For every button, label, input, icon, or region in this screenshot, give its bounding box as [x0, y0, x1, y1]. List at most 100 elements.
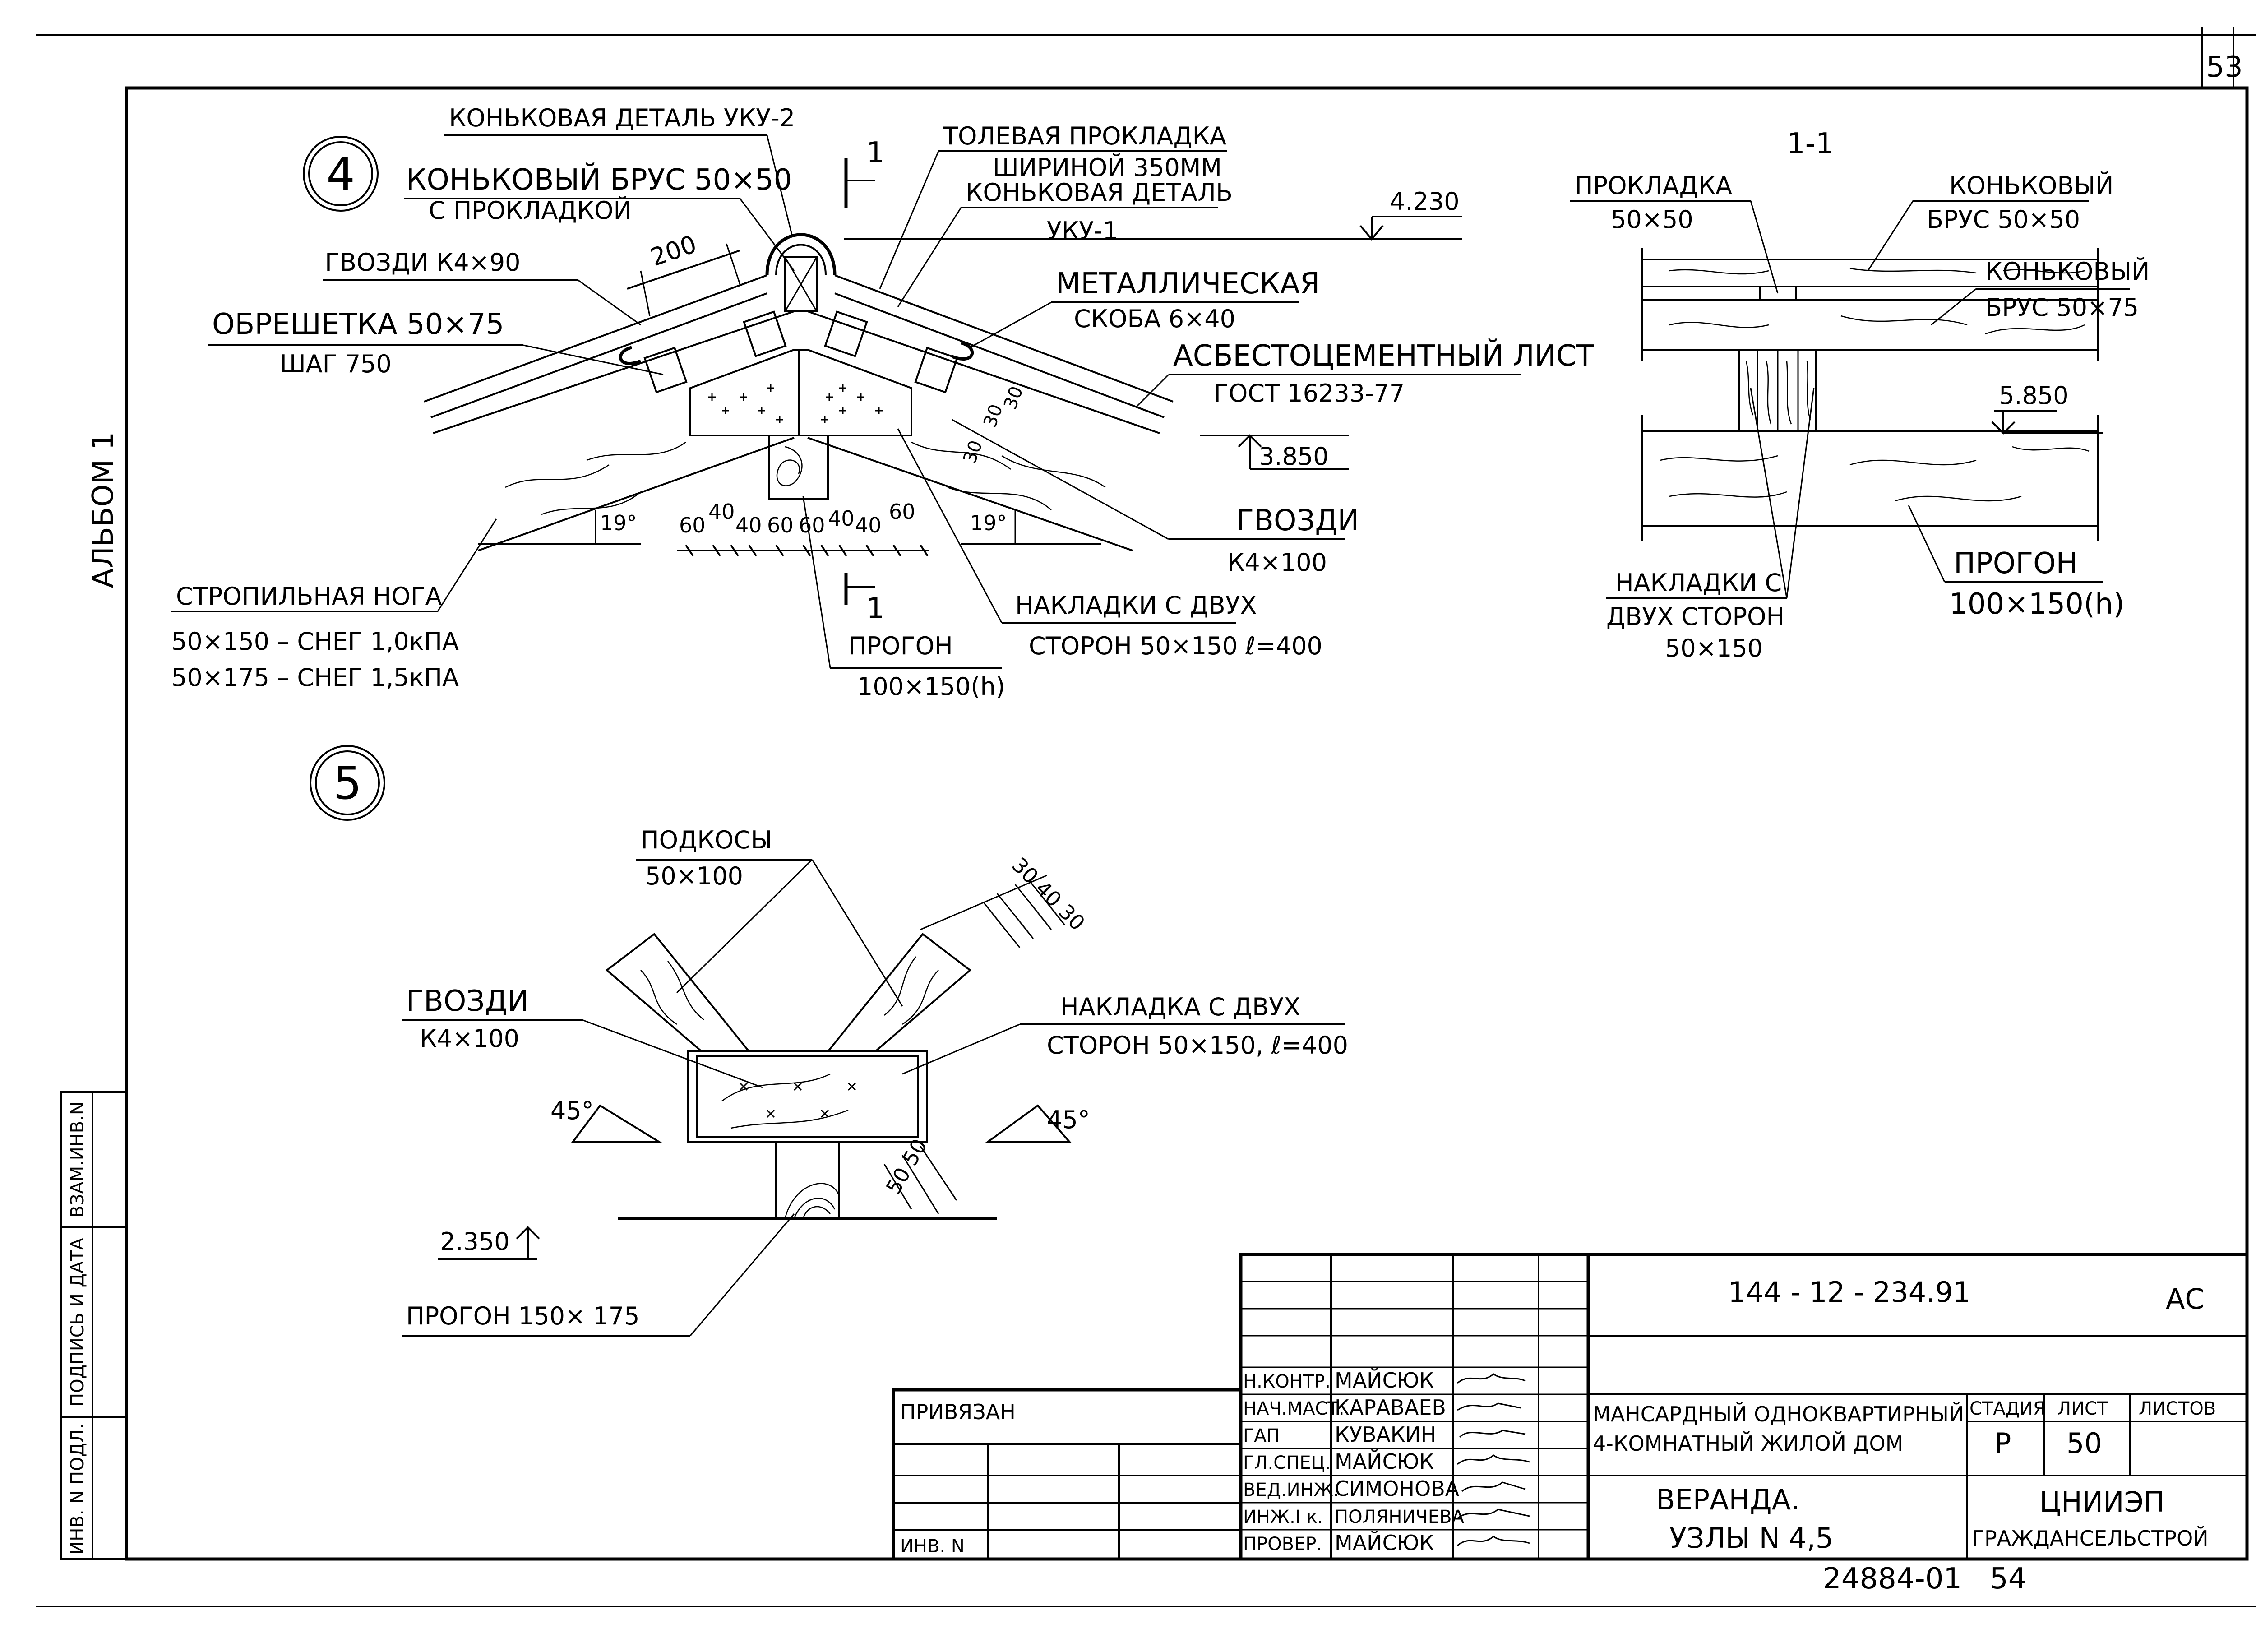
section-1-1: 1-1 5.850 ПРОКЛАДКА 50×50 КОНЬКОВЫЙ: [1570, 127, 2150, 662]
label-gasket-2: 50×50: [1611, 205, 1693, 234]
angle-right: 19°: [970, 511, 1007, 535]
section-elev: 5.850: [1999, 381, 2069, 410]
elev-top: 4.230: [844, 187, 1462, 241]
tb-role-6: ПРОВЕР.: [1243, 1534, 1322, 1555]
dims-top-5: 30 40 30: [1007, 853, 1090, 935]
tb-project-2: 4-КОМНАТНЫЙ ЖИЛОЙ ДОМ: [1593, 1431, 1903, 1456]
tb-name-1: КАРАВАЕВ: [1335, 1395, 1446, 1420]
dim-ticks-bottom: [883, 1146, 957, 1214]
ridge-beam: [765, 233, 837, 312]
node-4-marker: 4: [326, 148, 355, 200]
label-rafter-2: 50×150 – СНЕГ 1,0кПА: [171, 627, 459, 656]
label-ridge-detail-1b: УКУ-1: [1047, 217, 1118, 245]
dim-3: 60: [767, 513, 794, 537]
angle-left-5: 45°: [550, 1097, 594, 1125]
tb-name-6: МАЙСЮК: [1335, 1531, 1434, 1555]
tb-name-2: КУВАКИН: [1335, 1422, 1436, 1447]
label-lathing: ОБРЕШЕТКА 50×75: [212, 308, 504, 341]
label-struts-2: 50×100: [645, 862, 743, 890]
label-overlays-2: СТОРОН 50×150 ℓ=400: [1029, 632, 1322, 660]
tb-org: ЦНИИЭП: [2039, 1485, 2164, 1518]
label-ridge-beam3: КОНЬКОВЫЙ: [1985, 257, 2150, 286]
tb-subject-2: УЗЛЫ N 4,5: [1669, 1522, 1833, 1555]
dim-6: 40: [855, 513, 882, 537]
elev-mid: 3.850: [1200, 434, 1349, 471]
dim-7: 60: [889, 500, 915, 524]
label-nails-1: ГВОЗДИ К4×90: [325, 248, 521, 277]
page-number: 53: [2206, 51, 2242, 84]
label-overlay-5: НАКЛАДКА С ДВУХ: [1060, 993, 1300, 1021]
label-metal-bracket-2: СКОБА 6×40: [1074, 305, 1235, 333]
tb-sheets-h: ЛИСТОВ: [2139, 1398, 2216, 1419]
angle-right-5: 45°: [1047, 1106, 1090, 1134]
label-lathing-2: ШАГ 750: [280, 350, 392, 378]
dim-30a: 30: [959, 438, 987, 467]
label-ridge-detail-2: КОНЬКОВАЯ ДЕТАЛЬ УКУ-2: [449, 104, 795, 132]
label-ridge-beam-2: С ПРОКЛАДКОЙ: [429, 196, 632, 225]
label-purlin: ПРОГОН: [848, 632, 953, 660]
dim-2: 40: [735, 513, 762, 537]
section-mark-bottom: 1: [844, 573, 885, 625]
label-ridge-beam-11: КОНЬКОВЫЙ: [1949, 171, 2113, 200]
tb-role-3: ГЛ.СПЕЦ.: [1243, 1453, 1331, 1473]
label-nails-2: ГВОЗДИ: [1236, 504, 1359, 537]
label-roofing-felt: ТОЛЕВАЯ ПРОКЛАДКА: [943, 122, 1226, 150]
node-5: 5 45° 45° 30 40 30: [310, 745, 1348, 1337]
side-stamp-vzam: ВЗАМ.ИНВ.N: [67, 1101, 88, 1218]
purlin-ridge: [768, 435, 829, 500]
dim-1: 40: [708, 500, 735, 524]
side-stamp: ВЗАМ.ИНВ.N ПОДПИСЬ И ДАТА ИНВ. N ПОДЛ.: [60, 1091, 127, 1560]
label-ridge-beam-11-2: БРУС 50×50: [1927, 205, 2080, 234]
elev-5: 2.350: [440, 1227, 510, 1256]
elev-top-label: 4.230: [1390, 187, 1460, 216]
section-mark-bottom-label: 1: [866, 592, 885, 625]
tb-name-3: МАЙСЮК: [1335, 1449, 1434, 1474]
tb-role-4: ВЕД.ИНЖ.: [1243, 1480, 1339, 1500]
tb-subject: ВЕРАНДА.: [1656, 1483, 1800, 1516]
footer-number: 24884-01: [1823, 1562, 1962, 1596]
tb-role-5: ИНЖ.I к.: [1243, 1507, 1323, 1527]
tb-role-1: НАЧ.МАСТ.: [1243, 1398, 1345, 1419]
overlay-plate: [689, 349, 912, 436]
rafters: [433, 310, 1160, 551]
angle-marks: 19° 19°: [478, 510, 1101, 545]
dims-bottom-5: 50 50: [881, 1134, 932, 1198]
footer-page: 54: [1990, 1562, 2026, 1596]
label-overlays-11-3: 50×150: [1665, 634, 1763, 662]
dim-line-bottom: 60 40 40 60 60 40 40 60: [677, 500, 929, 557]
tb-doc-suffix: АС: [2166, 1282, 2205, 1315]
label-overlay-5-2: СТОРОН 50×150, ℓ=400: [1047, 1031, 1348, 1060]
title-block: ПРИВЯЗАН ИНВ. N Н.КОНТР. НАЧ.МАСТ. ГАП Г…: [892, 1253, 2249, 1561]
tb-inv: ИНВ. N: [900, 1536, 965, 1557]
label-overlays: НАКЛАДКИ С ДВУХ: [1015, 591, 1257, 620]
label-asbestos: АСБЕСТОЦЕМЕНТНЫЙ ЛИСТ: [1173, 338, 1594, 373]
label-purlin-2: 100×150(h): [857, 672, 1005, 701]
tb-name-4: СИМОНОВА: [1335, 1476, 1460, 1501]
lathing-blocks: [643, 310, 958, 393]
section-title: 1-1: [1787, 127, 1834, 161]
tb-role-2: ГАП: [1243, 1425, 1280, 1446]
label-ridge-beam3-2: БРУС 50×75: [1985, 293, 2139, 322]
angle-left: 19°: [600, 511, 637, 535]
label-roofing-felt-2: ШИРИНОЙ 350ММ: [993, 153, 1222, 182]
label-gasket: ПРОКЛАДКА: [1575, 171, 1732, 200]
tb-project: МАНСАРДНЫЙ ОДНОКВАРТИРНЫЙ: [1593, 1402, 1964, 1426]
elev-mid-label: 3.850: [1259, 442, 1329, 471]
tb-org-2: ГРАЖДАНСЕЛЬСТРОЙ: [1972, 1526, 2209, 1550]
label-rafter: СТРОПИЛЬНАЯ НОГА: [176, 582, 442, 611]
label-purlin-5: ПРОГОН 150× 175: [406, 1302, 639, 1330]
label-overlays-11: НАКЛАДКИ С: [1615, 569, 1782, 597]
tb-stage: Р: [1994, 1427, 2011, 1460]
label-ridge-detail-1: КОНЬКОВАЯ ДЕТАЛЬ: [966, 178, 1233, 207]
side-stamp-sign-date: ПОДПИСЬ И ДАТА: [67, 1237, 88, 1407]
signatures: [1457, 1373, 1530, 1546]
label-ridge-beam: КОНЬКОВЫЙ БРУС 50×50: [406, 162, 792, 197]
dim-0: 60: [679, 513, 706, 537]
dim-5: 40: [828, 506, 855, 531]
label-nails-5-2: К4×100: [420, 1024, 519, 1053]
tb-role-0: Н.КОНТР.: [1243, 1371, 1331, 1392]
tb-name-0: МАЙСЮК: [1335, 1368, 1434, 1393]
dim-ticks-top: [920, 875, 1066, 948]
label-rafter-3: 50×175 – СНЕГ 1,5кПА: [171, 663, 459, 692]
